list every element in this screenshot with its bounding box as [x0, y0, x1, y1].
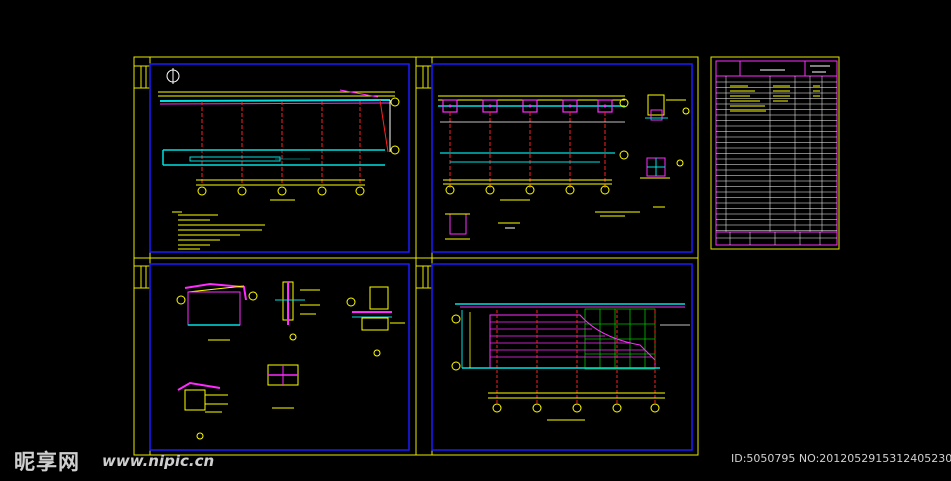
watermark-url[interactable]: www.nipic.cn [102, 452, 215, 470]
sheet3-details [176, 281, 405, 440]
sheet2-plan [438, 94, 690, 240]
schedule-table [715, 60, 838, 246]
watermark-logo: 昵享网 [14, 450, 80, 474]
drawing-frames [149, 63, 693, 451]
sheet4-section [451, 303, 690, 421]
sheet-border-right [710, 56, 840, 250]
sheet1-elevation [158, 68, 400, 250]
sheet-borders [133, 56, 840, 456]
sheet-border-bottom-middle [415, 257, 699, 456]
sheet-border-bottom-left [133, 257, 417, 456]
watermark-id: ID:5050795 NO:20120529153124052303 [731, 452, 951, 465]
